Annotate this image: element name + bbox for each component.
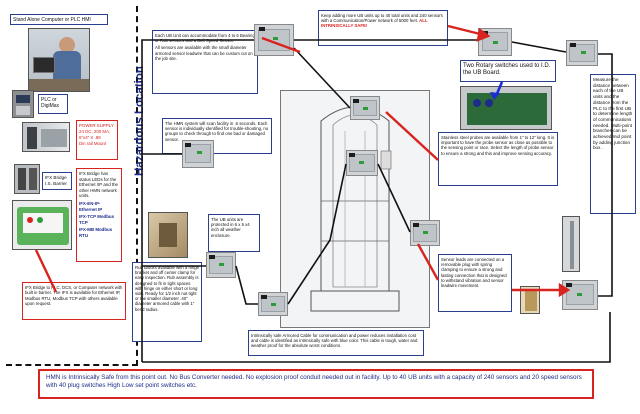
intrinsically-safe-banner: HMN is Intrinsically Safe from this poin… [38, 369, 594, 399]
rotary-text: Two Rotary switches used to I.D. the UB … [463, 63, 551, 76]
cable-to-ub-6 [377, 163, 411, 233]
ub-unit-3 [206, 252, 236, 278]
cable-right-drop [598, 53, 613, 297]
cable-main-trunk [141, 39, 254, 362]
plc-label-text: PLC or DigiMax [41, 97, 60, 110]
cable-to-ub-5 [287, 163, 347, 305]
red-arrowhead-5 [558, 282, 571, 298]
ub-unit-9 [562, 280, 598, 310]
cable-bottom-run [142, 312, 611, 363]
cable-to-ub-10 [293, 47, 351, 109]
ub-unit-2 [182, 140, 214, 168]
rotary-info: Two Rotary switches used to I.D. the UB … [460, 60, 556, 82]
ifx-bridge-protocol-3: IFX-MB Modbus RTU [79, 227, 113, 238]
plc-label: PLC or DigiMax [38, 94, 68, 114]
red-arrow-3 [385, 111, 439, 161]
cable-to-ub-8 [511, 41, 567, 53]
scan-text: The HMN system will scan facility in .6 … [165, 121, 269, 142]
red-arrowhead-2 [476, 27, 491, 42]
ifx-bridge-intro: IFX Bridge has status LEDs for the Ether… [79, 171, 118, 199]
banner-text: HMN is Intrinsically Safe from this poin… [46, 374, 582, 389]
cable-info: Intrinsically safe Armored Cable for com… [248, 330, 424, 356]
power-supply-title: POWER SUPPLY [79, 123, 114, 128]
ub-units-text: The UB units are protected in 6 x 6 x4 i… [211, 217, 250, 238]
ifx-bridge-protocol-2: IFX-TCP Modbus TCP [79, 214, 115, 225]
probe-text: Stainless steel probes are available fro… [441, 135, 555, 156]
rub-block-info: Rub Blocks available with a hinge bracke… [132, 262, 202, 342]
stand-alone-text: Stand Alone Computer or PLC HMI [13, 17, 91, 23]
ifx-plc-info: IFX Bridge to PLC, DCS, or Computer netw… [22, 282, 126, 320]
ub-board-photo [460, 86, 552, 130]
power-supply-photo [22, 122, 70, 152]
ifx-bridge-info: IFX Bridge has status LEDs for the Ether… [76, 168, 122, 262]
rub-block-photo [148, 212, 188, 258]
plc-photo [12, 90, 34, 118]
network-safe-text: ALL INTRINSICALLY SAFE! [321, 18, 428, 29]
ub-capacity-p2: All sensors are available with the small… [155, 45, 253, 61]
ifx-barrier-line-2: I.S. Barrier [45, 181, 67, 186]
ifx-barrier-label: IFX Bridge I.S. Barrier [42, 172, 72, 190]
cable-text: Intrinsically safe Armored Cable for com… [251, 333, 418, 349]
power-supply-info: POWER SUPPLY 24 DC, 200 MA, 6"x4" X .88 … [76, 120, 118, 160]
probe-info: Stainless steel probes are available fro… [438, 132, 558, 186]
ub-unit-4 [258, 292, 288, 316]
probe-photo [562, 216, 580, 272]
ifx-bridge-protocol-1: IFX-EN-IP- Ethernet IP [79, 200, 103, 212]
sensor-plug-photo [520, 286, 540, 314]
stand-alone-label: Stand Alone Computer or PLC HMI [10, 14, 108, 25]
ub-unit-5 [346, 150, 378, 176]
ifx-barrier-line-1: IFX Bridge [45, 175, 67, 180]
red-arrow-1 [261, 36, 301, 54]
ub-units-info: The UB units are protected in 6 x 6 x4 i… [208, 214, 260, 252]
ifx-plc-text: IFX Bridge to PLC, DCS, or Computer netw… [25, 285, 123, 307]
sensor-lead-text: Sensor leads are connected on a removabl… [441, 257, 507, 289]
power-supply-line-3: Din rail Mount [79, 141, 107, 146]
sensor-lead-info: Sensor leads are connected on a removabl… [438, 254, 512, 312]
network-text: Keep adding more UB units up to 40 total… [321, 13, 443, 24]
ub-unit-6 [410, 220, 440, 246]
rub-block-text: Rub Blocks available with a hinge bracke… [135, 265, 200, 312]
cable-to-ub-4 [235, 265, 258, 305]
operator-photo [28, 28, 90, 92]
scan-info: The HMN system will scan facility in .6 … [162, 118, 272, 154]
ub-unit-1 [254, 24, 294, 56]
control-panel-region [6, 6, 138, 366]
power-supply-line-1: 24 DC, 200 MA, [79, 129, 111, 134]
ifx-barrier-photo [14, 164, 40, 194]
red-arrow-6 [34, 249, 58, 293]
ub-unit-8 [566, 40, 598, 66]
ub-unit-10 [350, 96, 380, 120]
ifx-bridge-photo [12, 200, 72, 250]
power-supply-line-2: 6"x4" X .88 [79, 135, 101, 140]
blue-arrowhead-rotary [490, 92, 500, 100]
red-arrow-4 [416, 243, 440, 281]
